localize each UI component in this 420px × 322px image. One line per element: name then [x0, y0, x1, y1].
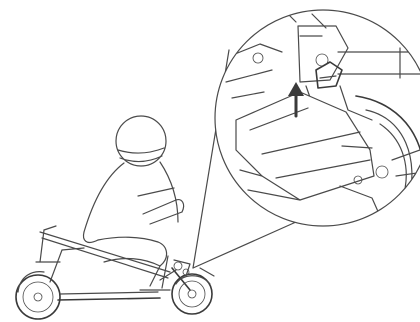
electric-scooter: [15, 225, 215, 320]
rider-figure: [82, 115, 185, 291]
rear-wheel: [15, 274, 61, 320]
up-arrow-icon: [288, 82, 304, 118]
magnifier-callout: [214, 9, 420, 227]
helmet-icon: [115, 115, 167, 167]
front-wheel: [171, 273, 213, 315]
